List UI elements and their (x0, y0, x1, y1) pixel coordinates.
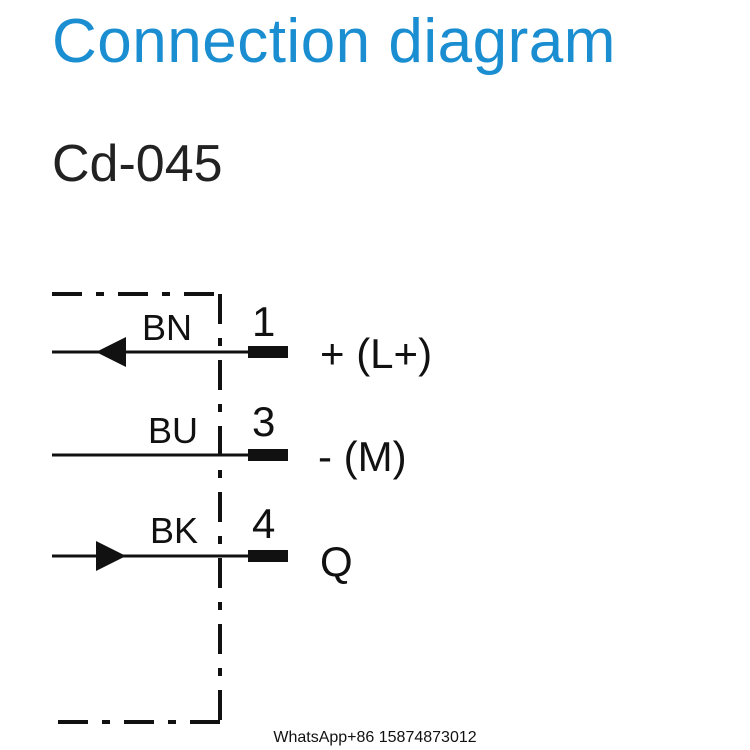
wire-black: BK 4 Q (52, 500, 353, 585)
page-title: Connection diagram (52, 7, 616, 76)
wire-color-code: BU (148, 410, 198, 451)
wire-brown: BN 1 + (L+) (52, 298, 432, 377)
wire-color-code: BK (150, 510, 198, 551)
pin-number: 4 (252, 500, 275, 547)
pin-number: 3 (252, 398, 275, 445)
pin-number: 1 (252, 298, 275, 345)
signal-label: - (M) (318, 433, 407, 480)
wire-blue: BU 3 - (M) (52, 398, 407, 480)
signal-label: Q (320, 538, 353, 585)
terminal-block (248, 346, 288, 358)
signal-label: + (L+) (320, 330, 432, 377)
terminal-block (248, 449, 288, 461)
wire-color-code: BN (142, 307, 192, 348)
model-code: Cd-045 (52, 135, 223, 193)
arrow-left-icon (96, 337, 126, 367)
watermark: WhatsApp+86 15874873012 (273, 729, 477, 746)
housing-boundary (52, 292, 222, 724)
terminal-block (248, 550, 288, 562)
arrow-right-icon (96, 541, 126, 571)
